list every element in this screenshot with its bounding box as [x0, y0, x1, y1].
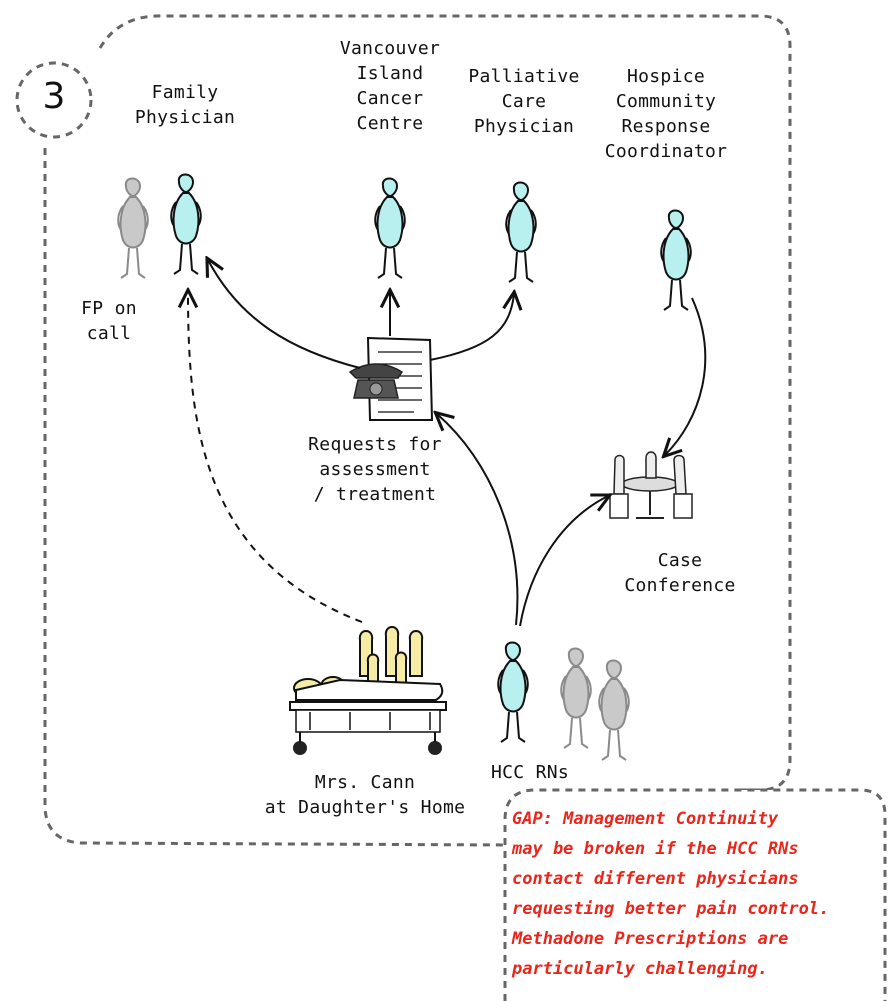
telephone-icon [348, 363, 404, 399]
step-number: 3 [42, 76, 66, 117]
scenario-frame-left [43, 148, 511, 847]
cancer-centre-label: Vancouver Island Cancer Centre [339, 38, 441, 134]
family-physician-figure [170, 173, 202, 275]
fp-on-call-figure [117, 177, 149, 279]
step-badge [15, 61, 93, 139]
palliative-physician-label: Palliative Care Physician [468, 66, 580, 137]
arrow-request-to-family-physician [208, 260, 361, 369]
case-conference-icon [609, 451, 693, 519]
hcc-rn-figure [497, 641, 529, 743]
fp-on-call-label: FP on call [81, 298, 137, 344]
request-document-icon [366, 336, 434, 421]
hcc-rn-gray-figure-1 [560, 647, 592, 749]
patient-bed-icon [289, 626, 447, 755]
arrow-hospice-to-conference [665, 297, 707, 455]
cancer-centre-figure [374, 177, 406, 279]
gap-note: GAP: Management Continuity may be broken… [512, 809, 830, 979]
case-conference-label: Case Conference [624, 550, 736, 596]
gap-note-box [503, 788, 887, 1001]
hcc-rn-gray-figure-2 [598, 659, 630, 761]
arrow-request-to-palliative [429, 294, 514, 361]
palliative-physician-figure [505, 181, 537, 283]
hcc-rns-label: HCC RNs [491, 762, 569, 783]
hospice-coordinator-figure [660, 209, 692, 311]
arrow-rns-to-conference [519, 496, 608, 627]
family-physician-label: Family Physician [134, 82, 236, 128]
scenario-frame [98, 14, 792, 792]
arrow-patient-to-family-physician [188, 292, 363, 623]
requests-label: Requests for assessment / treatment [308, 434, 442, 505]
hospice-coordinator-label: Hospice Community Response Coordinator [604, 66, 728, 162]
arrow-rns-to-requests [437, 414, 519, 626]
patient-label: Mrs. Cann at Daughter's Home [264, 772, 466, 818]
